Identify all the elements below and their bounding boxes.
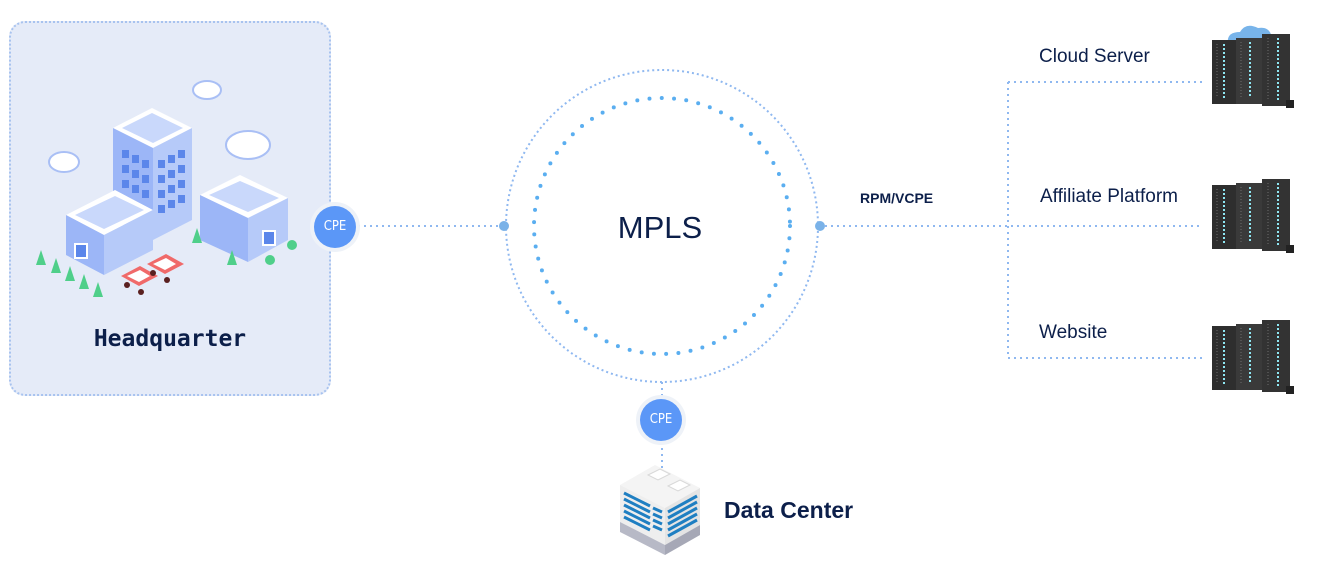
- headquarter-label: Headquarter: [93, 326, 247, 352]
- website-server-icon: [1211, 319, 1295, 395]
- gateway-label: RPM/VCPE: [860, 190, 934, 206]
- hq-cpe-badge: CPE: [314, 206, 356, 248]
- affiliate-platform-label: Affiliate Platform: [1040, 186, 1178, 207]
- cloud-server-icon: [1211, 25, 1295, 109]
- dc-cpe-badge: CPE: [640, 399, 682, 441]
- left-node-dot: [499, 221, 509, 231]
- tree-icon: [36, 228, 297, 297]
- car-icon: [121, 254, 184, 295]
- mpls-label: MPLS: [617, 210, 703, 245]
- website-label: Website: [1039, 322, 1108, 343]
- affiliate-server-icon: [1211, 178, 1295, 254]
- data-center-icon: [620, 465, 700, 555]
- cloud-server-label: Cloud Server: [1039, 46, 1150, 67]
- right-node-dot: [815, 221, 825, 231]
- cloud-icon: [48, 80, 271, 173]
- mpls-inner-ring: [532, 96, 792, 356]
- data-center-label: Data Center: [724, 497, 854, 523]
